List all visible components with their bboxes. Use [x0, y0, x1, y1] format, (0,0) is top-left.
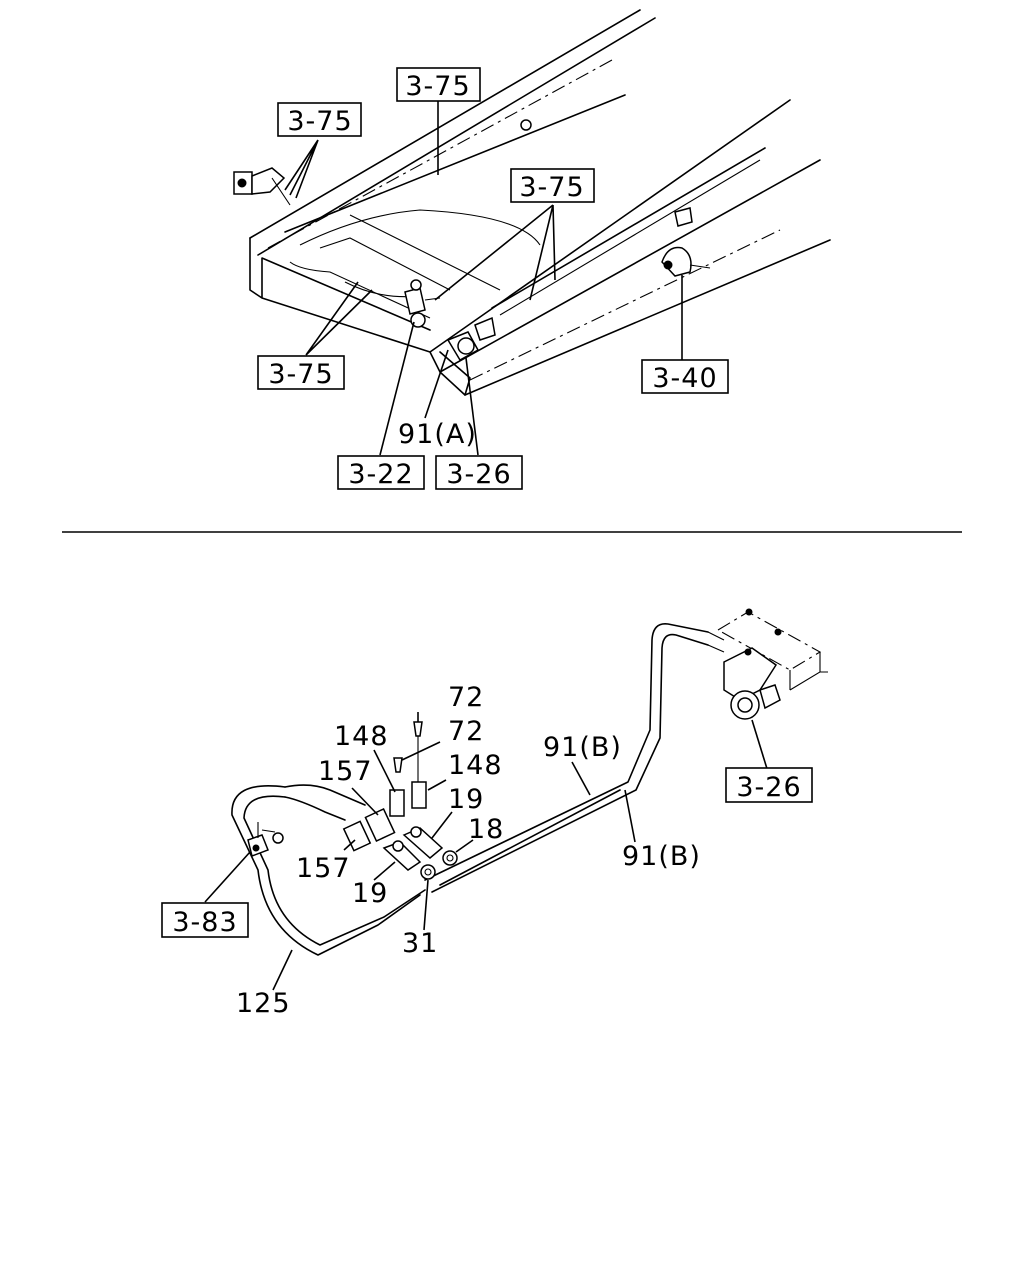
frame-rail-bottom — [464, 239, 831, 396]
upper-frame-view — [233, 9, 831, 396]
label-31: 31 — [402, 928, 438, 959]
frame-rail-upper — [249, 9, 641, 239]
label-157-lower: 157 — [296, 853, 351, 884]
ref-3-83[interactable]: 3-83 — [161, 902, 249, 938]
lower-leaders — [204, 712, 769, 991]
ref-3-83-text: 3-83 — [172, 907, 237, 938]
clamp — [247, 822, 284, 857]
nut-18 — [442, 850, 458, 866]
ref-3-75-left-text: 3-75 — [287, 106, 352, 137]
label-157-upper: 157 — [318, 756, 373, 787]
ref-3-22[interactable]: 3-22 — [337, 455, 425, 490]
frame-centerline-upper — [267, 59, 613, 249]
label-91b-lower: 91(B) — [622, 841, 701, 872]
frame-fastener — [520, 119, 532, 131]
label-72-top: 72 — [448, 682, 484, 713]
ref-3-75-right-text: 3-75 — [519, 172, 584, 203]
frame-rail-lower — [429, 99, 791, 353]
pipe-91b-c — [439, 789, 621, 886]
ref-3-26-lower-text: 3-26 — [736, 772, 801, 803]
label-148-left: 148 — [334, 721, 389, 752]
lower-piping-view — [231, 608, 828, 956]
ref-3-75-left[interactable]: 3-75 — [277, 102, 362, 137]
brake-line-long-2 — [499, 159, 761, 316]
nut-31 — [420, 864, 436, 880]
cap-72-lower — [393, 757, 403, 773]
hose-148-right — [411, 781, 427, 809]
hose-125-inner — [243, 795, 426, 946]
label-125: 125 — [236, 988, 291, 1019]
cross-member-flange — [319, 237, 451, 298]
tee-19-lower — [382, 840, 422, 871]
sleeve-157-lower — [342, 820, 372, 852]
ref-3-26-upper-text: 3-26 — [446, 459, 511, 490]
hose-148-left — [389, 789, 405, 817]
hose-upper — [284, 784, 366, 821]
upper-leaders — [284, 100, 683, 456]
ref-3-22-text: 3-22 — [348, 459, 413, 490]
pipe-91b-b — [431, 633, 709, 893]
ref-3-75-bottom-text: 3-75 — [268, 359, 333, 390]
ref-3-75-top-text: 3-75 — [405, 71, 470, 102]
pipe-91b-a — [424, 623, 709, 881]
frame-centerline-lower — [469, 229, 781, 381]
cap-72-upper — [413, 721, 423, 737]
cross-member-web — [289, 209, 541, 319]
tee-19-upper — [402, 826, 444, 859]
frame-rail-lower-inner — [439, 159, 821, 373]
label-148-right: 148 — [448, 750, 503, 781]
label-91a: 91(A) — [398, 419, 477, 450]
ref-3-75-top[interactable]: 3-75 — [396, 67, 481, 102]
ref-3-26-upper[interactable]: 3-26 — [435, 455, 523, 490]
hose-125-outer — [231, 785, 421, 956]
fitting-assembly-upper — [446, 316, 496, 362]
relay-valve-left — [233, 167, 291, 206]
frame-rail-mid — [284, 94, 626, 233]
label-18: 18 — [468, 814, 504, 845]
label-19-lower: 19 — [352, 878, 388, 909]
ref-3-75-right[interactable]: 3-75 — [510, 168, 595, 203]
valve-box — [707, 608, 828, 720]
ref-3-40-text: 3-40 — [652, 363, 717, 394]
center-valve-assembly — [404, 279, 441, 328]
label-91b-upper: 91(B) — [543, 732, 622, 763]
label-72-second: 72 — [448, 716, 484, 747]
brake-line-long — [491, 147, 766, 309]
ref-3-26-lower[interactable]: 3-26 — [725, 767, 813, 803]
ref-3-75-bottom[interactable]: 3-75 — [257, 355, 345, 390]
valve-right — [661, 207, 711, 277]
sleeve-157-upper — [364, 807, 396, 843]
ref-3-40[interactable]: 3-40 — [641, 359, 729, 394]
label-19-upper: 19 — [448, 784, 484, 815]
